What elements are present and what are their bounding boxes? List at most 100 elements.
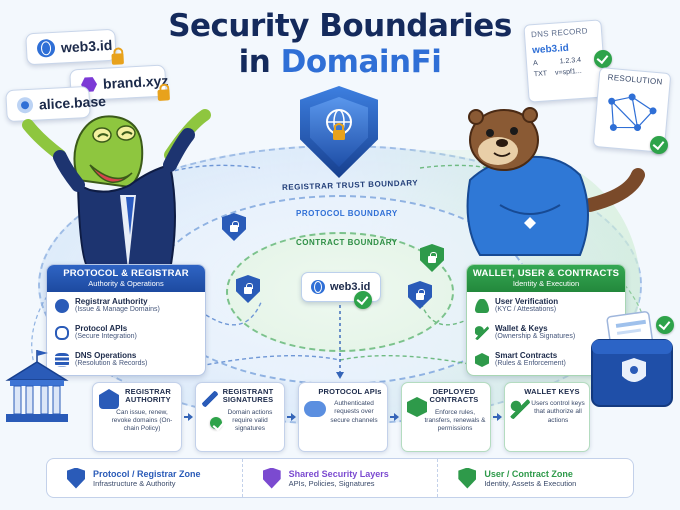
panel-item-title: DNS Operations	[75, 351, 137, 360]
shield-icon	[458, 467, 477, 489]
network-graph-icon	[608, 93, 657, 132]
panel-item: Wallet & Keys (Ownership & Signatures)	[467, 319, 625, 346]
database-icon	[55, 353, 69, 367]
legend-item: Protocol / Registrar Zone Infrastructure…	[47, 459, 242, 497]
check-icon	[594, 50, 612, 68]
dns-record-type: TXT	[533, 70, 548, 79]
panel-item: DNS Operations (Resolution & Records)	[47, 346, 205, 373]
cube-icon	[475, 353, 489, 367]
key-icon	[510, 399, 530, 419]
legend-item: Shared Security Layers APIs, Policies, S…	[241, 459, 438, 497]
panel-item-desc: (KYC / Attestations)	[495, 306, 557, 313]
dns-record-name: web3.id	[531, 42, 570, 57]
pen-icon	[202, 391, 218, 407]
flow-card-protocol-apis: PROTOCOL APIs Authenticated requests ove…	[298, 382, 388, 452]
panel-item-desc: (Rules & Enforcement)	[495, 360, 566, 367]
wallet-icon	[591, 311, 673, 407]
frog-character	[22, 109, 211, 271]
lock-icon	[111, 53, 124, 65]
panel-item: User Verification (KYC / Attestations)	[467, 292, 625, 319]
panel-subtitle: Identity & Execution	[512, 279, 580, 288]
flow-card-registrant-signatures: REGISTRANT SIGNATURES Domain actions req…	[195, 382, 285, 452]
domain-chip-web3id: web3.id	[25, 28, 124, 66]
flow-arrow	[390, 413, 399, 421]
flow-card-title: REGISTRAR AUTHORITY	[125, 387, 171, 405]
lock-icon	[416, 289, 425, 300]
shield-icon	[262, 467, 281, 489]
check-icon	[650, 136, 668, 154]
panel-item: Registrar Authority (Issue & Manage Doma…	[47, 292, 205, 319]
legend-title: User / Contract Zone	[484, 468, 573, 479]
flow-card-desc: Domain actions require valid signatures	[227, 408, 273, 432]
dns-record-row: A 1.2.3.4	[533, 56, 597, 67]
bank-building-icon	[5, 350, 69, 422]
legend-desc: APIs, Policies, Signatures	[288, 478, 375, 488]
page-title-line2: in DomainFi	[0, 44, 680, 80]
title-prefix: in	[238, 44, 271, 80]
otter-character	[466, 107, 645, 256]
flow-arrow	[184, 413, 193, 421]
panel-item-title: Smart Contracts	[495, 351, 558, 360]
dns-record-value: 1.2.3.4	[559, 56, 582, 66]
panel-title: WALLET, USER & CONTRACTS	[472, 268, 620, 279]
dns-record-row: TXT v=spf1...	[534, 67, 598, 78]
panel-item: Protocol APIs (Secure Integration)	[47, 319, 205, 346]
flow-card-title: DEPLOYED CONTRACTS	[429, 387, 479, 405]
panel-item-desc: (Issue & Manage Domains)	[75, 306, 160, 313]
panel-item-title: Wallet & Keys	[495, 324, 548, 333]
globe-icon	[311, 280, 325, 294]
dns-record-value: v=spf1...	[554, 67, 582, 77]
flow-card-deployed-contracts: DEPLOYED CONTRACTS Enforce rules, transf…	[401, 382, 491, 452]
flow-card-desc: Enforce rules, transfers, renewals & per…	[424, 408, 486, 432]
flow-card-title: WALLET KEYS	[524, 387, 580, 396]
globe-icon	[36, 38, 56, 58]
legend-desc: Identity, Assets & Execution	[484, 478, 577, 488]
flow-arrow	[287, 413, 296, 421]
bank-icon	[99, 389, 119, 409]
panel-header: PROTOCOL & REGISTRAR Authority & Operati…	[47, 265, 205, 292]
page-title-line1: Security Boundaries	[168, 8, 512, 44]
check-icon	[656, 316, 674, 334]
domain-chip-label: web3.id	[60, 36, 113, 56]
title-accent: DomainFi	[280, 44, 442, 80]
key-icon	[475, 326, 489, 340]
panel-item-desc: (Ownership & Signatures)	[495, 333, 576, 340]
gear-icon	[55, 299, 69, 313]
link-icon	[55, 326, 69, 340]
flow-card-title: PROTOCOL APIs	[318, 387, 382, 396]
contract-boundary-label: CONTRACT BOUNDARY	[296, 238, 398, 247]
panel-item-title: User Verification	[495, 297, 559, 306]
panel-header: WALLET, USER & CONTRACTS Identity & Exec…	[467, 265, 625, 292]
flow-card-desc: Can issue, renew, revoke domains (On-cha…	[111, 408, 173, 432]
panel-subtitle: Authority & Operations	[88, 279, 164, 288]
panel-item-title: Registrar Authority	[75, 297, 148, 306]
flow-card-desc: Authenticated requests over secure chann…	[330, 400, 378, 424]
panel-item: Smart Contracts (Rules & Enforcement)	[467, 346, 625, 373]
dns-record-heading: DNS RECORD	[530, 26, 589, 40]
contract-cube-icon	[407, 397, 427, 417]
panel-title: PROTOCOL & REGISTRAR	[63, 268, 189, 279]
check-icon	[210, 417, 222, 429]
panel-item-desc: (Secure Integration)	[75, 333, 137, 340]
resolution-card: RESOLUTION	[592, 67, 672, 153]
user-icon	[475, 299, 489, 313]
globe-lock-icon	[326, 109, 352, 140]
protocol-boundary-label: PROTOCOL BOUNDARY	[296, 209, 398, 218]
dns-record-type: A	[532, 59, 539, 68]
panel-item-title: Protocol APIs	[75, 324, 128, 333]
check-icon	[354, 291, 372, 309]
protocol-registrar-panel: PROTOCOL & REGISTRAR Authority & Operati…	[46, 264, 206, 376]
legend-title: Protocol / Registrar Zone	[93, 468, 201, 479]
flow-card-wallet-keys: WALLET KEYS Users control keys that auth…	[504, 382, 590, 452]
flow-arrow	[493, 413, 502, 421]
center-domain-label: web3.id	[330, 281, 371, 293]
panel-item-desc: (Resolution & Records)	[75, 360, 148, 367]
lock-icon	[428, 252, 437, 263]
legend-item: User / Contract Zone Identity, Assets & …	[437, 459, 633, 497]
flow-card-registrar-authority: REGISTRAR AUTHORITY Can issue, renew, re…	[92, 382, 182, 452]
lock-icon	[230, 221, 239, 232]
api-cloud-icon	[304, 401, 326, 417]
lock-icon	[244, 283, 253, 294]
flow-card-title: REGISTRANT SIGNATURES	[222, 387, 274, 405]
